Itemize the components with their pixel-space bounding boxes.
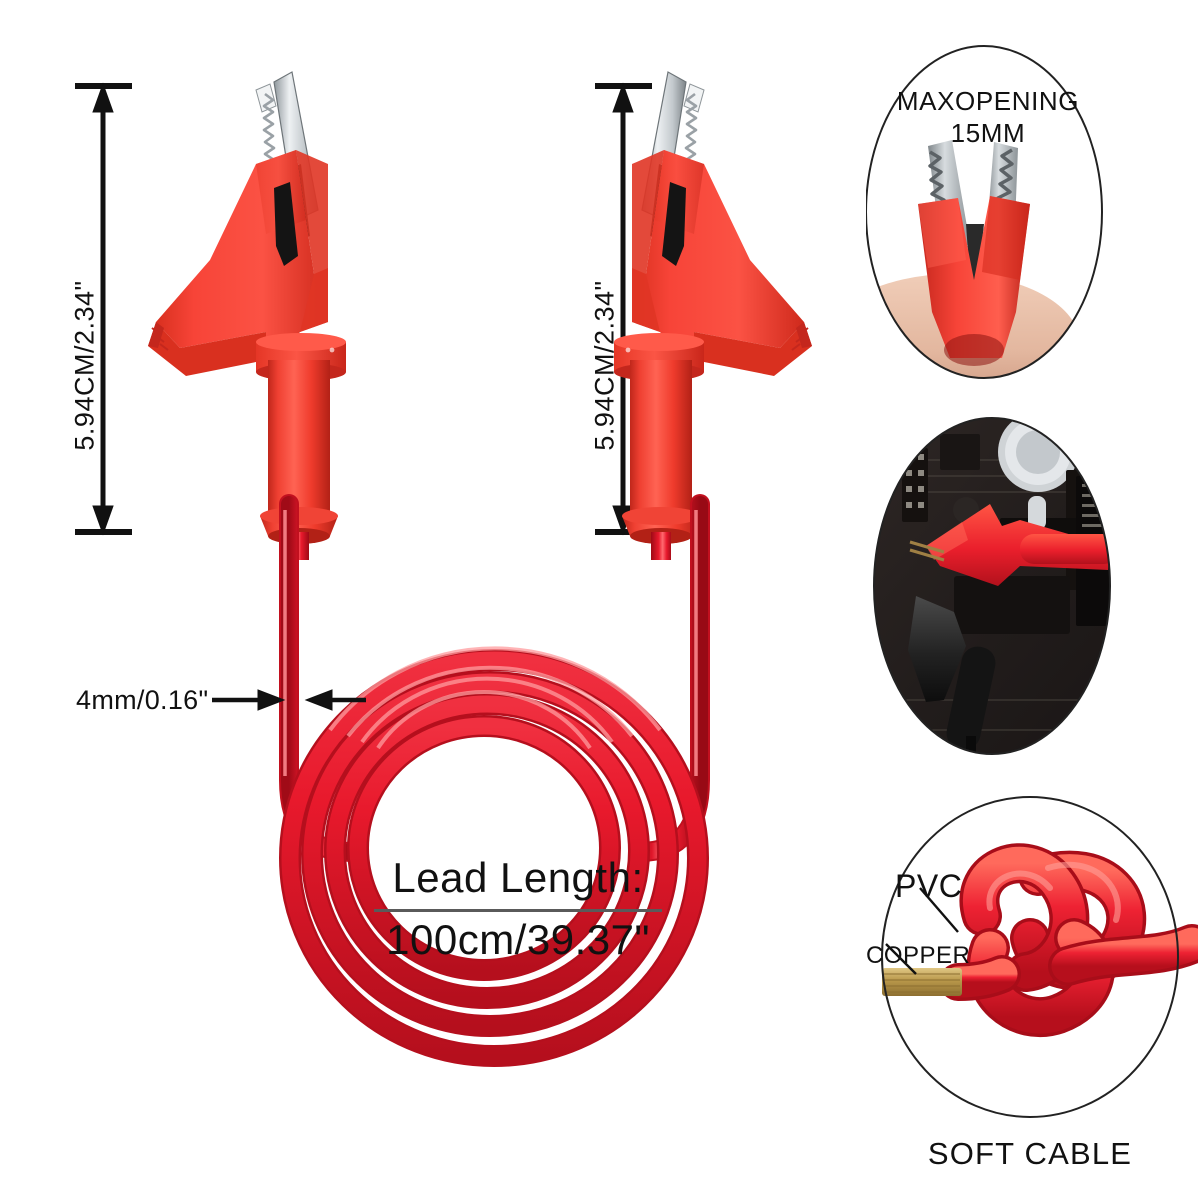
black-clip-on-board: [908, 596, 996, 754]
max-opening-subtitle: 15MM: [950, 118, 1026, 148]
callout-leader-lines: [885, 887, 959, 975]
chip-package-large: [954, 576, 1070, 634]
left-clip-dimension-label: 5.94CM/2.34": [69, 280, 100, 451]
right-clip-handle: [622, 360, 700, 544]
dimension-line-left: [75, 82, 132, 536]
knotted-cable: [939, 843, 1198, 1038]
callout-ellipse-outline: [881, 796, 1179, 1118]
copper-strands: [882, 968, 962, 996]
right-clip-dimension-graphic: [595, 71, 812, 560]
right-cable-stub: [651, 532, 671, 560]
callout-max-opening-graphic: [866, 45, 1103, 379]
callout-ellipse-outline: [873, 417, 1111, 755]
right-clip-red-boot: [632, 150, 812, 376]
copper-tag: COPPER: [866, 942, 971, 969]
cable-diameter-arrows: [212, 689, 366, 711]
coil-center-plate: [372, 740, 596, 956]
right-clip-dimension-label: 5.94CM/2.34": [589, 280, 620, 451]
cable-coil-loops: [279, 649, 709, 1067]
max-opening-title: MAXOPENING: [896, 86, 1080, 116]
callout-board-usage-graphic: [873, 417, 1111, 755]
left-clip-red-boot: [148, 150, 328, 376]
chip-package: [940, 434, 980, 470]
usb-indicator: [1028, 496, 1046, 530]
lead-length-caption: Lead Length: 100cm/39.37": [368, 854, 668, 964]
pvc-tag: PVC: [895, 868, 963, 904]
cable-coil-graphic: [279, 494, 710, 1067]
lead-length-value: 100cm/39.37": [386, 916, 650, 964]
red-clip-on-board: [909, 504, 1110, 586]
lead-length-divider: [374, 909, 662, 913]
cable-diameter-label: 4mm/0.16": [76, 685, 209, 715]
soft-cable-footer: SOFT CABLE: [927, 1136, 1133, 1171]
left-clip-dimension-graphic: [75, 71, 346, 560]
callout-soft-cable-graphic: [881, 796, 1198, 1118]
callout-ellipse-outline: [866, 45, 1103, 379]
lead-length-title: Lead Length:: [392, 854, 644, 901]
